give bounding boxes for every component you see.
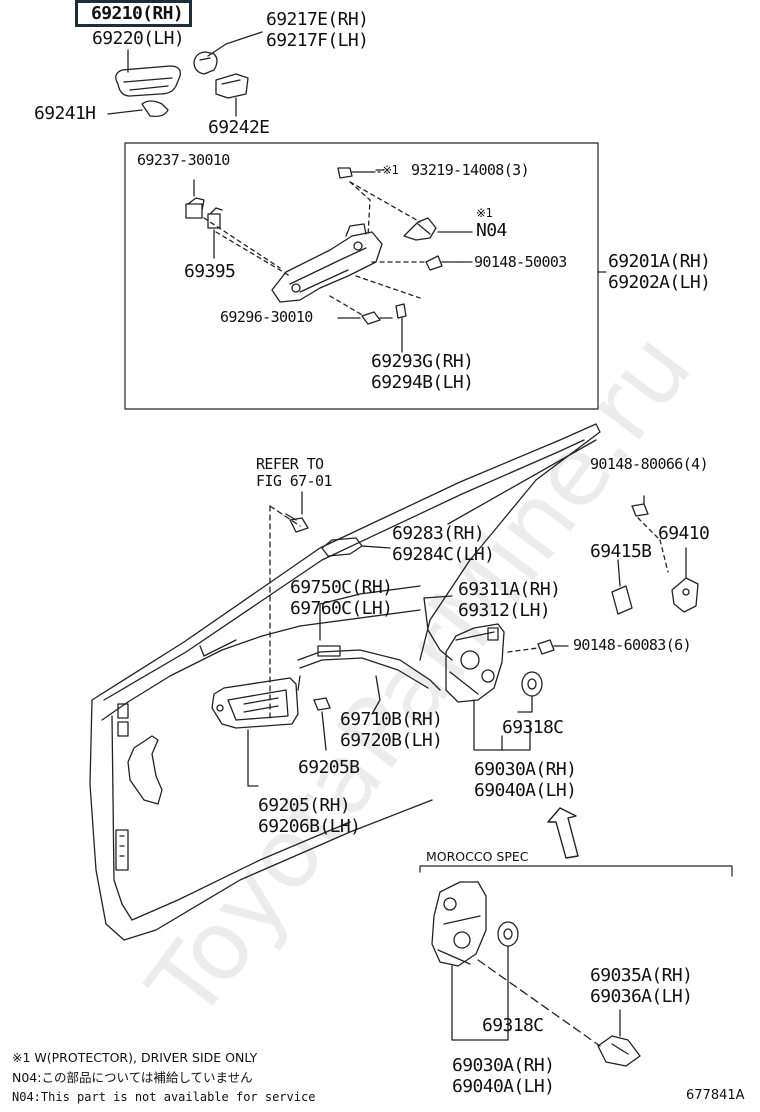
part-label-69220[interactable]: 69220(LH) bbox=[92, 28, 185, 49]
handle-frame-icon bbox=[271, 223, 383, 303]
part-label-69312[interactable]: 69312(LH) bbox=[458, 600, 551, 621]
bolt-90148-50003-icon bbox=[425, 255, 459, 271]
outside-handle-icon bbox=[115, 65, 181, 97]
part-label-90148-60083[interactable]: 90148-60083(6) bbox=[573, 636, 692, 654]
part-label-69205b[interactable]: 69205B bbox=[298, 757, 360, 778]
part-label-69241h[interactable]: 69241H bbox=[34, 103, 96, 124]
protector-mark: ※1 bbox=[382, 163, 399, 177]
cap-69293-icon bbox=[395, 303, 407, 319]
morocco-label-69036a[interactable]: 69036A(LH) bbox=[590, 986, 693, 1007]
part-label-69237[interactable]: 69237-30010 bbox=[137, 151, 230, 169]
screw-69296-icon bbox=[361, 311, 393, 325]
morocco-switch-icon bbox=[597, 1035, 641, 1067]
diagram-id: 677841A bbox=[686, 1088, 745, 1103]
refer-line-2: FIG 67-01 bbox=[256, 472, 332, 490]
morocco-label-69040a[interactable]: 69040A(LH) bbox=[452, 1076, 555, 1097]
clip-69395-icon bbox=[207, 207, 223, 229]
part-label-69395[interactable]: 69395 bbox=[184, 261, 236, 282]
part-label-69283[interactable]: 69283(RH) bbox=[392, 523, 485, 544]
part-label-69318c[interactable]: 69318C bbox=[502, 717, 564, 738]
rod-69283-icon bbox=[321, 537, 363, 557]
part-label-69206b[interactable]: 69206B(LH) bbox=[258, 816, 361, 837]
part-label-69293g[interactable]: 69293G(RH) bbox=[371, 351, 474, 372]
door-lock-icon bbox=[445, 623, 505, 703]
bolt-90148-80066-icon bbox=[631, 495, 649, 517]
striker-69410-icon bbox=[671, 577, 699, 613]
n04-label: N04 bbox=[476, 220, 507, 241]
refer-line-1: REFER TO bbox=[256, 455, 324, 473]
washer-69318c-icon bbox=[521, 671, 543, 697]
screw-refer-icon bbox=[285, 513, 309, 533]
part-label-69205[interactable]: 69205(RH) bbox=[258, 795, 351, 816]
bolt-90148-60083-icon bbox=[537, 639, 569, 655]
part-label-69202a[interactable]: 69202A(LH) bbox=[608, 272, 711, 293]
part-label-69217e[interactable]: 69217E(RH) bbox=[266, 9, 369, 30]
part-label-69415b[interactable]: 69415B bbox=[590, 541, 652, 562]
part-label-69030a[interactable]: 69030A(RH) bbox=[474, 759, 577, 780]
handle-gasket-icon bbox=[215, 73, 249, 99]
part-label-69242e[interactable]: 69242E bbox=[208, 117, 270, 138]
part-label-93219[interactable]: 93219-14008(3) bbox=[411, 161, 530, 179]
part-label-90148-80066[interactable]: 90148-80066(4) bbox=[590, 455, 709, 473]
part-label-69710b[interactable]: 69710B(RH) bbox=[340, 709, 443, 730]
part-label-69296[interactable]: 69296-30010 bbox=[220, 308, 313, 326]
part-label-69040a[interactable]: 69040A(LH) bbox=[474, 780, 577, 801]
protector-icon bbox=[403, 217, 437, 241]
footnote-protector: ※1 W(PROTECTOR), DRIVER SIDE ONLY bbox=[12, 1050, 258, 1065]
arrow-up-icon bbox=[547, 807, 579, 859]
part-label-69311a[interactable]: 69311A(RH) bbox=[458, 579, 561, 600]
footnote-n04-japanese: N04:この部品については補給していません bbox=[12, 1070, 253, 1085]
morocco-lock-icon bbox=[431, 881, 487, 967]
morocco-spec-title: MOROCCO SPEC bbox=[426, 849, 529, 864]
morocco-washer-icon bbox=[497, 921, 519, 947]
handle-cover-icon bbox=[193, 51, 218, 75]
cable-69750-icon bbox=[297, 645, 441, 691]
part-label-90148-50003[interactable]: 90148-50003 bbox=[474, 253, 567, 271]
part-label-69720b[interactable]: 69720B(LH) bbox=[340, 730, 443, 751]
morocco-label-69030a[interactable]: 69030A(RH) bbox=[452, 1055, 555, 1076]
part-label-69760c[interactable]: 69760C(LH) bbox=[290, 598, 393, 619]
screw-top-icon bbox=[337, 167, 373, 179]
screw-69205b-icon bbox=[313, 697, 331, 711]
morocco-label-69318c[interactable]: 69318C bbox=[482, 1015, 544, 1036]
door-panel-icon bbox=[89, 423, 601, 941]
part-label-69294b[interactable]: 69294B(LH) bbox=[371, 372, 474, 393]
clip-69237-icon bbox=[185, 197, 205, 219]
part-label-69750c[interactable]: 69750C(RH) bbox=[290, 577, 393, 598]
part-label-69210[interactable]: 69210(RH) bbox=[75, 0, 193, 27]
part-label-69201a[interactable]: 69201A(RH) bbox=[608, 251, 711, 272]
morocco-spec-bracket bbox=[419, 865, 733, 877]
cap-69415b-icon bbox=[611, 585, 633, 615]
handle-pad-icon bbox=[141, 100, 169, 118]
footnote-n04-english: N04:This part is not available for servi… bbox=[12, 1090, 316, 1104]
part-label-69410[interactable]: 69410 bbox=[658, 523, 710, 544]
part-label-69217f[interactable]: 69217F(LH) bbox=[266, 30, 369, 51]
part-label-69284c[interactable]: 69284C(LH) bbox=[392, 544, 495, 565]
inside-handle-icon bbox=[211, 677, 299, 729]
frame-assembly-box bbox=[124, 142, 599, 410]
n04-mark: ※1 bbox=[476, 206, 493, 220]
morocco-label-69035a[interactable]: 69035A(RH) bbox=[590, 965, 693, 986]
highlighted-part-69210[interactable]: 69210(RH) bbox=[75, 0, 193, 27]
